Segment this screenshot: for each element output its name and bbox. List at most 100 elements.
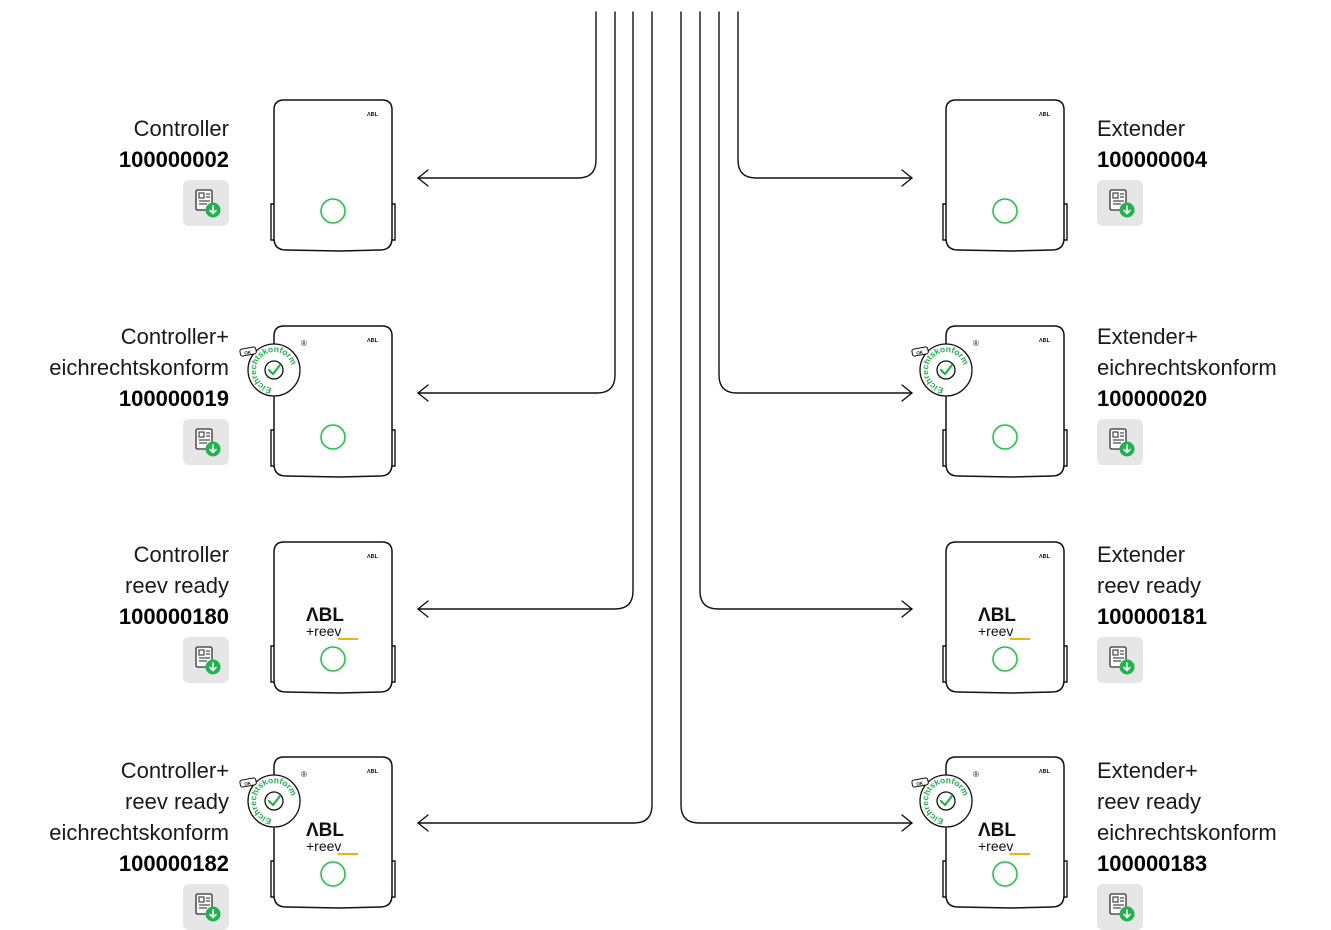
arrow-head <box>417 600 429 618</box>
product-name-line: Controller <box>133 542 229 567</box>
arrow-head <box>901 814 913 832</box>
connection-line <box>417 11 616 394</box>
product-name-line: reev ready <box>1097 573 1201 598</box>
reev-logo: ΛBL+reev <box>978 820 1030 855</box>
connection-line <box>417 11 634 610</box>
brand-mark: ΛBL <box>367 769 379 775</box>
brand-mark: ΛBL <box>367 112 379 118</box>
arrow-head <box>901 384 913 402</box>
datasheet-download-icon <box>195 189 221 218</box>
product-name-line: reev ready <box>125 573 229 598</box>
led-ring <box>992 646 1018 672</box>
wallbox-device: ΛBL <box>942 325 1068 478</box>
brand-mark: ΛBL <box>367 338 379 344</box>
datasheet-download-button[interactable] <box>183 419 229 465</box>
article-number: 100000019 <box>118 386 229 411</box>
svg-text:+reev: +reev <box>978 623 1013 639</box>
reev-logo: ΛBL+reev <box>306 820 358 855</box>
svg-text:®: ® <box>301 770 307 779</box>
connection-line <box>417 11 653 824</box>
product-label: Controller+ eichrechtskonform 100000019 <box>49 321 229 414</box>
reev-logo: ΛBL+reev <box>306 605 358 640</box>
connection-line <box>417 11 597 179</box>
datasheet-download-icon <box>195 893 221 922</box>
product-label: Controller reev ready 100000180 <box>119 539 229 632</box>
article-number: 100000183 <box>1097 851 1208 876</box>
product-label: Extender reev ready 100000181 <box>1097 539 1207 632</box>
wallbox-device: ΛBL <box>270 325 396 478</box>
datasheet-download-button[interactable] <box>183 180 229 226</box>
product-label: Extender 100000004 <box>1097 113 1207 175</box>
led-ring <box>320 424 346 450</box>
datasheet-download-button[interactable] <box>183 637 229 683</box>
article-number: 100000004 <box>1097 147 1208 172</box>
product-name-line: eichrechtskonform <box>49 820 229 845</box>
product-label: Controller+ reev ready eichrechtskonform 10… <box>49 755 229 879</box>
arrow-head <box>901 600 913 618</box>
datasheet-download-icon <box>1109 893 1135 922</box>
product-name-line: Extender <box>1097 542 1186 567</box>
datasheet-download-button[interactable] <box>1097 637 1143 683</box>
product-name-line: eichrechtskonform <box>1097 355 1277 380</box>
datasheet-download-button[interactable] <box>1097 419 1143 465</box>
product-name-line: Extender+ <box>1097 324 1198 349</box>
arrow-head <box>417 169 429 187</box>
wallbox-device: ΛBL ΛBL+reev <box>270 541 396 694</box>
svg-text:OK: OK <box>244 349 252 355</box>
product-name-line: Extender+ <box>1097 758 1198 783</box>
product-name-line: reev ready <box>1097 789 1201 814</box>
brand-mark: ΛBL <box>1039 554 1051 560</box>
svg-text:+reev: +reev <box>306 623 341 639</box>
svg-text:ΛBL: ΛBL <box>306 820 344 841</box>
connection-line <box>680 11 913 824</box>
led-ring <box>992 424 1018 450</box>
wallbox-device: ΛBL <box>270 99 396 252</box>
brand-mark: ΛBL <box>367 554 379 560</box>
product-name-line: Extender <box>1097 116 1186 141</box>
reev-logo: ΛBL+reev <box>978 605 1030 640</box>
svg-text:OK: OK <box>916 780 924 786</box>
product-name-line: eichrechtskonform <box>1097 820 1277 845</box>
connection-line <box>718 11 913 394</box>
arrow-head <box>901 169 913 187</box>
product-name-line: Controller <box>133 116 229 141</box>
led-ring <box>320 861 346 887</box>
svg-text:OK: OK <box>916 349 924 355</box>
article-number: 100000182 <box>118 851 229 876</box>
svg-text:+reev: +reev <box>978 838 1013 854</box>
product-name-line: eichrechtskonform <box>49 355 229 380</box>
product-name-line: reev ready <box>125 789 229 814</box>
datasheet-download-button[interactable] <box>183 884 229 930</box>
svg-text:OK: OK <box>244 780 252 786</box>
svg-text:ΛBL: ΛBL <box>978 820 1016 841</box>
article-number: 100000020 <box>1097 386 1208 411</box>
brand-mark: ΛBL <box>1039 338 1051 344</box>
product-name-line: Controller+ <box>120 324 229 349</box>
arrow-head <box>417 814 429 832</box>
svg-text:ΛBL: ΛBL <box>978 605 1016 626</box>
datasheet-download-icon <box>195 646 221 675</box>
datasheet-download-icon <box>1109 428 1135 457</box>
product-label: Extender+ eichrechtskonform 100000020 <box>1097 321 1277 414</box>
arrow-head <box>417 384 429 402</box>
svg-text:®: ® <box>973 770 979 779</box>
article-number: 100000180 <box>118 604 229 629</box>
led-ring <box>992 198 1018 224</box>
product-name-line: Controller+ <box>120 758 229 783</box>
datasheet-download-button[interactable] <box>1097 884 1143 930</box>
svg-text:®: ® <box>973 339 979 348</box>
product-label: Extender+ reev ready eichrechtskonform 1000… <box>1097 755 1277 879</box>
article-number: 100000181 <box>1097 604 1208 629</box>
led-ring <box>320 198 346 224</box>
svg-text:®: ® <box>301 339 307 348</box>
led-ring <box>320 646 346 672</box>
datasheet-download-button[interactable] <box>1097 180 1143 226</box>
